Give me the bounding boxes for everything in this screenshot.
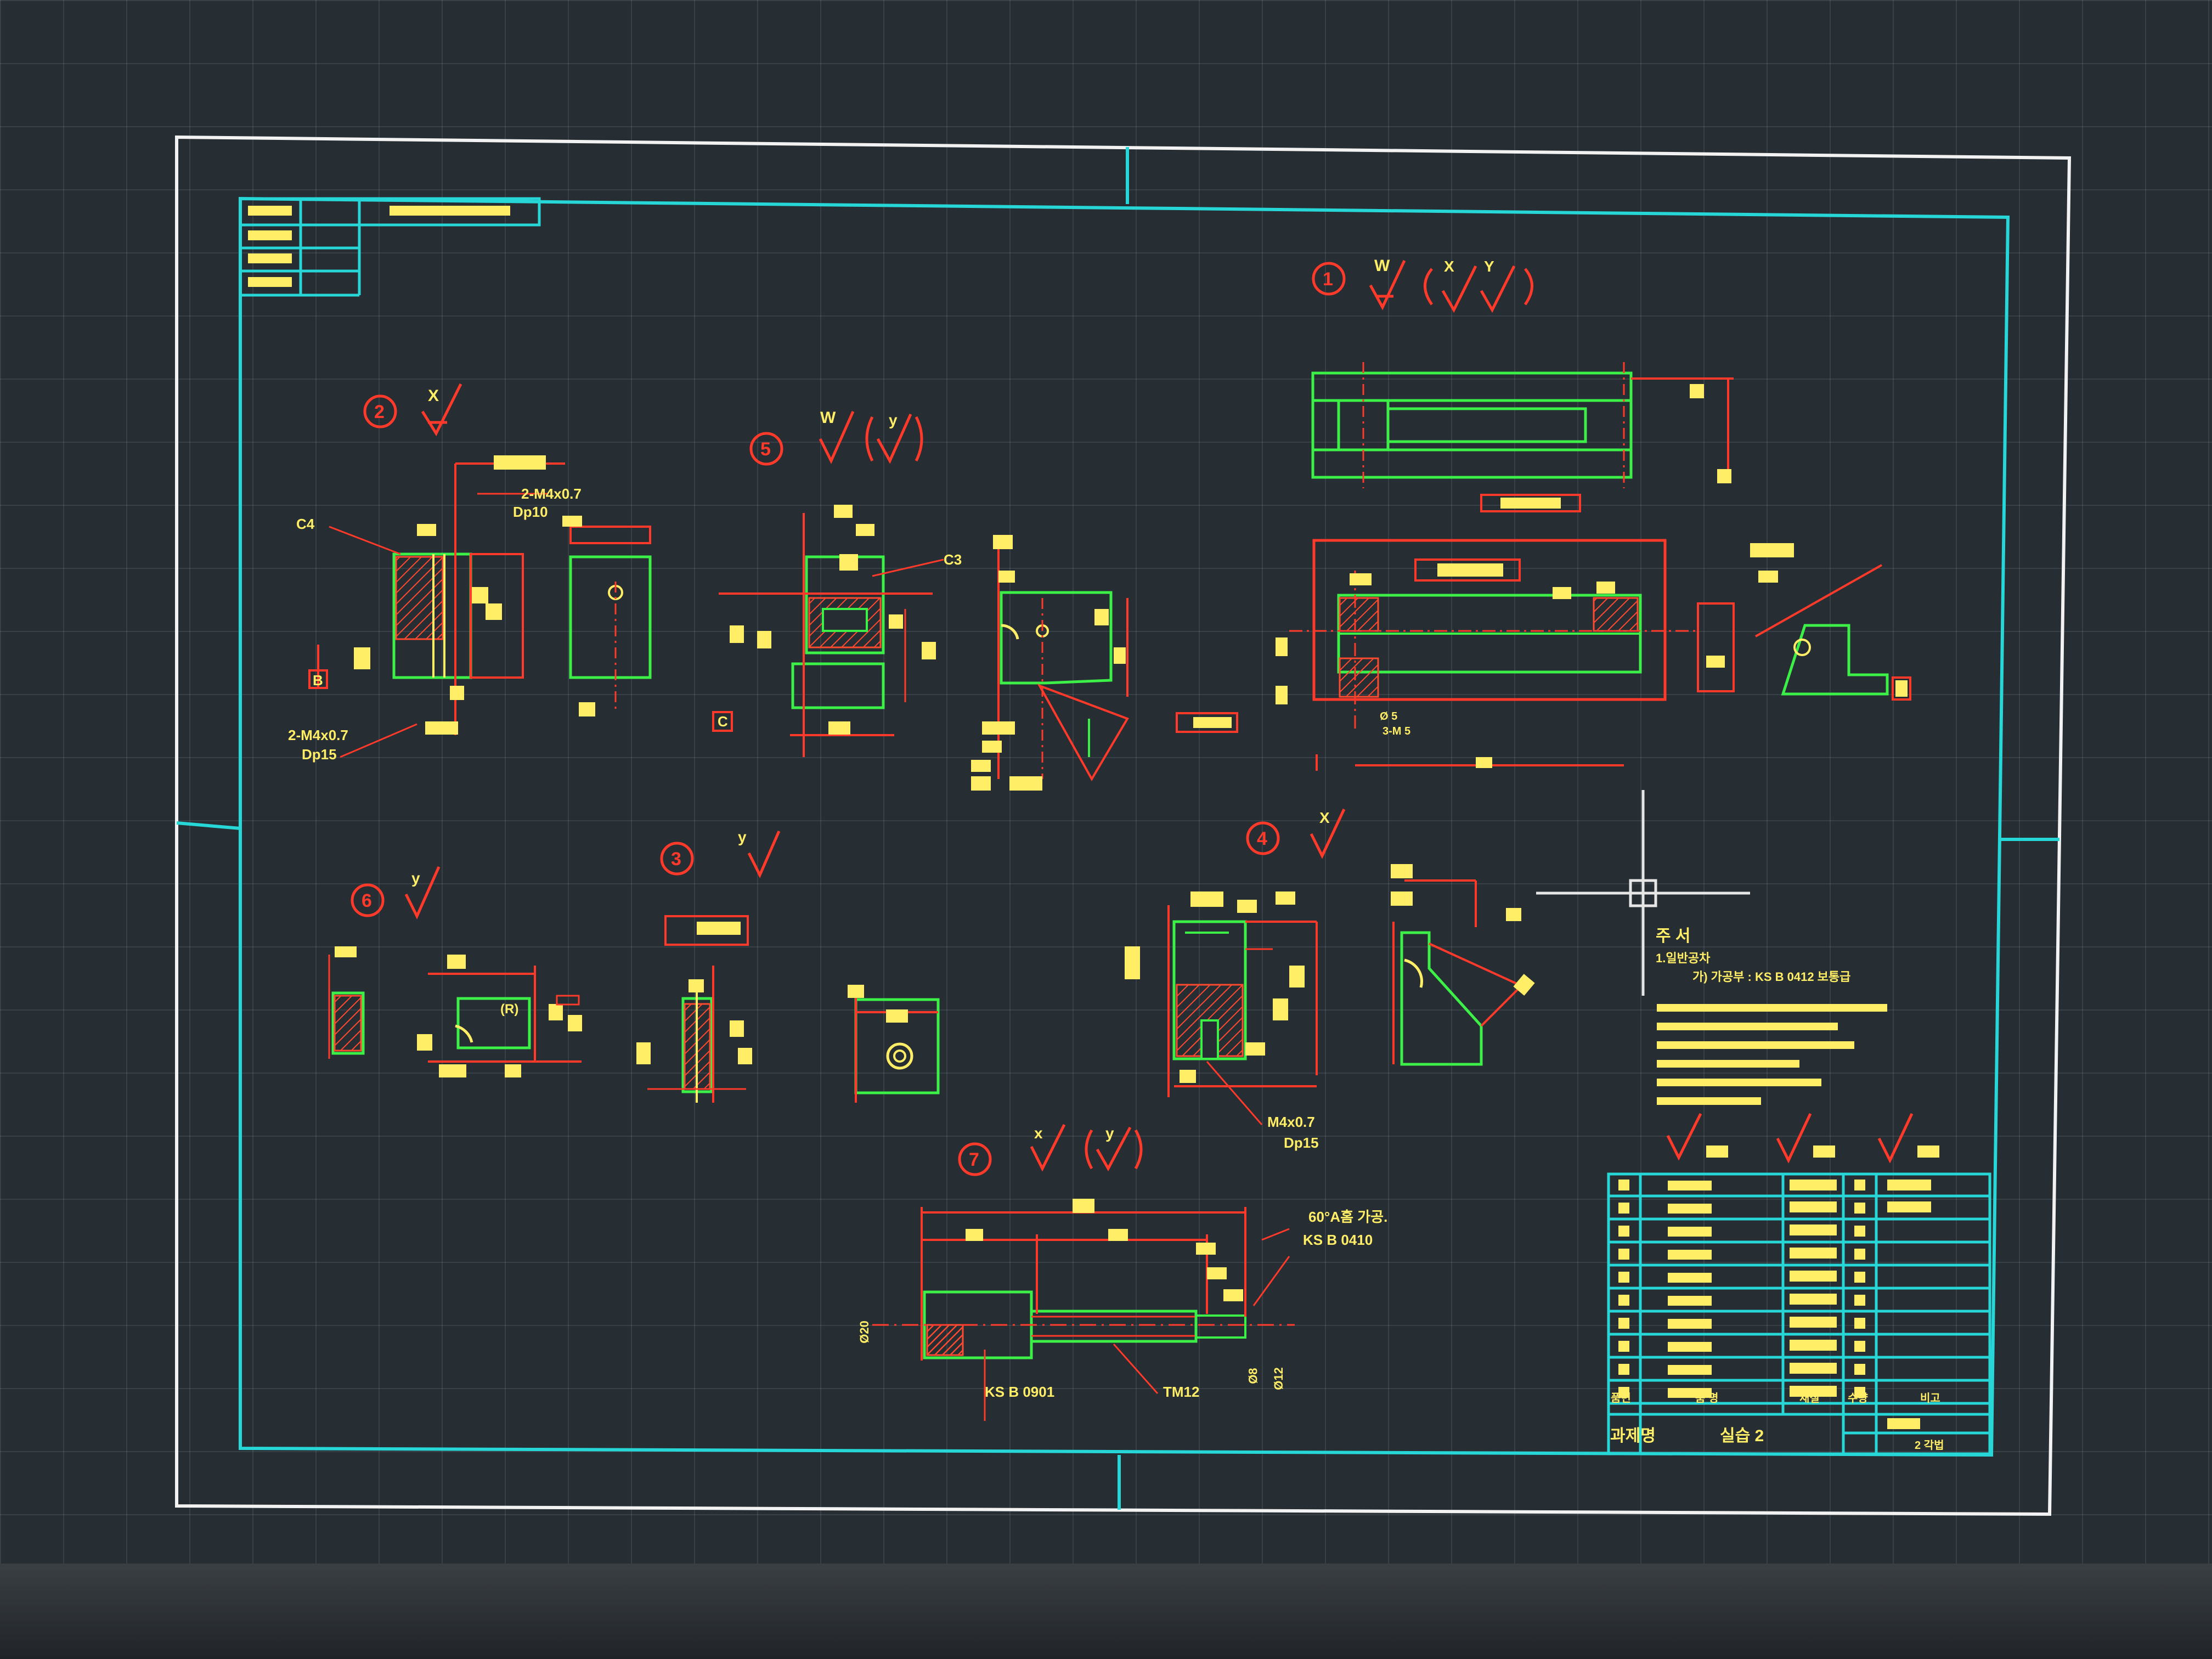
title-block-col-name: 품 명 — [1695, 1392, 1719, 1404]
notes-redacted-lines — [1657, 1004, 1887, 1105]
notes-heading: 주 서 — [1656, 927, 1691, 945]
view-3-part — [636, 915, 940, 1103]
crosshair-cursor-icon — [1536, 790, 1750, 996]
annotation-tm12: TM12 — [1163, 1384, 1200, 1400]
view-4-part — [1125, 864, 1535, 1125]
inner-drawing-border — [239, 196, 2010, 1457]
annotation-datum-c: C — [718, 713, 728, 730]
view-2-part — [308, 455, 652, 758]
view-3-balloon: 3 — [671, 849, 681, 870]
view-5-roughness-letter: W — [820, 409, 836, 427]
annotation-c3: C3 — [944, 551, 962, 568]
view-number-balloons — [351, 262, 1346, 1176]
view-4-balloon: 4 — [1257, 828, 1267, 849]
view-5-part — [712, 505, 944, 757]
title-block-roughness-values — [1706, 1146, 1939, 1158]
outer-sheet-border — [175, 135, 2072, 1516]
title-block-col-material: 재질 — [1799, 1392, 1820, 1404]
annotation-2m4-bottom: 2-M4x0.7 — [288, 727, 348, 743]
view-2-balloon: 2 — [374, 402, 385, 422]
view-1-part — [1276, 362, 1911, 771]
annotation-ksb0410: KS B 0410 — [1303, 1232, 1373, 1248]
view-7-shaft — [872, 1199, 1295, 1421]
view-1-balloon: 1 — [1323, 269, 1333, 290]
annotation-3m5: 3-M 5 — [1383, 725, 1411, 737]
view-1-roughness-letter: W — [1374, 257, 1390, 275]
view-6-roughness-letter: y — [411, 870, 420, 887]
annotation-phi8: Ø8 — [1246, 1368, 1260, 1384]
annotation-datum-b: B — [313, 672, 323, 689]
view-3-roughness-letter: y — [738, 828, 747, 845]
annotation-2m4-top: 2-M4x0.7 — [521, 486, 582, 502]
view-7-roughness-letter: x — [1034, 1125, 1043, 1142]
centering-marks — [176, 147, 2059, 1510]
cad-drawing-viewport[interactable] — [0, 0, 2212, 1564]
view-1-roughness-x: X — [1444, 258, 1454, 275]
view-4-roughness-letter: X — [1319, 809, 1330, 826]
surface-roughness-symbols — [404, 259, 1914, 1172]
view-1-roughness-y: Y — [1484, 258, 1494, 275]
drawing-canvas[interactable] — [0, 0, 2212, 1564]
title-block — [1607, 1172, 1991, 1455]
view-7-roughness-y: y — [1105, 1125, 1114, 1142]
top-left-reference-table — [239, 197, 541, 297]
title-block-col-remarks: 비고 — [1920, 1392, 1940, 1404]
monitor-bezel — [0, 1564, 2212, 1659]
view-6-balloon: 6 — [362, 890, 372, 911]
notes-line-1: 1.일반공차 — [1656, 951, 1711, 965]
annotation-c4: C4 — [296, 516, 315, 532]
view-5-balloon: 5 — [760, 439, 771, 460]
annotation-dp15-mid: Dp15 — [1284, 1135, 1319, 1151]
annotation-phi20: Ø20 — [857, 1321, 871, 1344]
annotation-60-groove: 60°A홈 가공. — [1308, 1209, 1388, 1225]
annotation-ksb0901: KS B 0901 — [985, 1384, 1055, 1400]
view-2-roughness-letter: X — [428, 387, 439, 405]
annotation-m4: M4x0.7 — [1267, 1114, 1315, 1130]
annotation-dp15-left: Dp15 — [302, 746, 337, 763]
annotation-radius: (R) — [500, 1002, 519, 1017]
annotation-phi5: Ø 5 — [1380, 710, 1398, 723]
view-7-balloon: 7 — [969, 1149, 979, 1170]
notes-line-2: 가) 가공부 : KS B 0412 보통급 — [1692, 970, 1851, 984]
title-block-dept-label: 과제명 — [1610, 1427, 1656, 1445]
view-5-roughness-y: y — [889, 411, 898, 428]
title-block-col-qty: 수량 — [1848, 1392, 1868, 1404]
annotation-dp10: Dp10 — [513, 504, 548, 520]
title-block-col-item: 품번 — [1611, 1392, 1631, 1404]
roughness-parentheses — [865, 268, 1533, 1170]
view-6-part — [328, 946, 582, 1077]
title-block-dept-value: 실습 2 — [1720, 1427, 1764, 1445]
title-block-projection: 2 각법 — [1915, 1440, 1944, 1452]
wedge-detail-view — [971, 535, 1238, 791]
title-block-cell-values — [1618, 1180, 1931, 1429]
annotation-phi12: Ø12 — [1271, 1367, 1285, 1390]
